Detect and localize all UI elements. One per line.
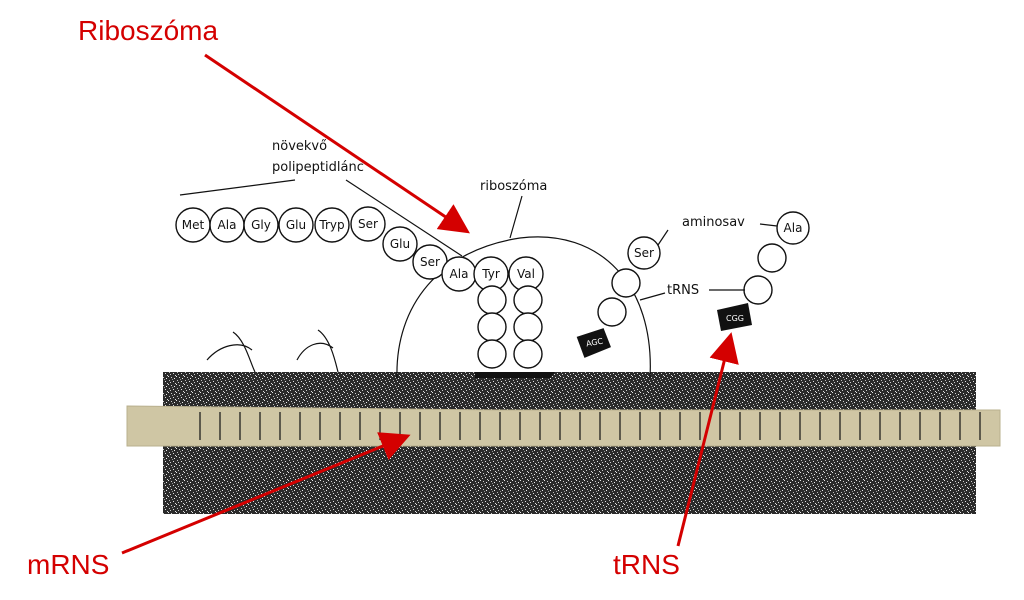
ribosome-amino-acid-label: Val: [517, 267, 535, 281]
label-novekvo-2: polipeptidlánc: [272, 160, 364, 175]
label-mrns-red: mRNS: [27, 549, 109, 580]
chain-amino-acid: Glu: [278, 207, 314, 243]
chain-amino-acid: Ser: [350, 206, 386, 242]
label-novekvo-1: növekvő: [272, 139, 327, 154]
chain-amino-acid-label: Glu: [286, 218, 306, 232]
chain-amino-acid-label: Met: [182, 218, 205, 232]
leader-trns-2: [639, 292, 666, 301]
leader-aminosav: [759, 223, 778, 227]
arrow-trns: [676, 332, 739, 547]
leader-riboszoma: [509, 195, 523, 239]
label-aminosav: aminosav: [682, 215, 745, 230]
chain-amino-acid: Glu: [382, 226, 418, 262]
label-trns-red: tRNS: [613, 549, 680, 580]
label-riboszoma-red: Riboszóma: [78, 15, 218, 46]
chain-amino-acid-label: Glu: [390, 237, 410, 251]
anticodon-outside: CGG: [726, 314, 744, 323]
chain-amino-acid-label: Gly: [251, 218, 271, 232]
label-trns-small: tRNS: [667, 283, 699, 298]
anticodon-inside: AGC: [585, 337, 604, 349]
loose-fragment-1: [206, 331, 256, 373]
chain-amino-acid: Gly: [243, 207, 279, 243]
leader-novekvo-2: [345, 179, 463, 257]
chain-amino-acid-label: Ala: [218, 218, 237, 232]
trna-entering: Ser AGC: [576, 236, 661, 358]
ribosome-amino-acid: Ala: [441, 256, 477, 292]
ribosome-outline: [396, 236, 651, 379]
chain-amino-acid: Ser: [412, 244, 448, 280]
leader-novekvo-1: [179, 179, 296, 196]
chain-amino-acid-label: Tryp: [318, 218, 344, 232]
mrna-strand: [126, 405, 1001, 447]
chain-amino-acid: Met: [175, 207, 211, 243]
chain-amino-acid: Tryp: [314, 207, 350, 243]
ribosome-amino-acids: Ala Tyr Val: [441, 256, 544, 292]
arrow-riboszoma: [204, 53, 470, 234]
trna-outside-aa: Ala: [784, 221, 803, 235]
ribosome-amino-acid-label: Tyr: [481, 267, 500, 281]
ribosome-amino-acid-label: Ala: [450, 267, 469, 281]
loose-fragment-2: [296, 329, 339, 373]
chain-amino-acid-label: Ser: [358, 217, 378, 231]
ribosome-amino-acid: Val: [508, 256, 544, 292]
trna-inside-stacks: [475, 285, 555, 378]
leader-aminosav-2: [657, 229, 669, 246]
arrow-mrns: [121, 432, 411, 555]
trna-inside-aa: Ser: [634, 246, 654, 260]
chain-amino-acid: Ala: [209, 207, 245, 243]
trna-free: Ala CGG: [717, 211, 810, 331]
label-riboszoma-small: riboszóma: [480, 179, 547, 194]
chain-amino-acid-label: Ser: [420, 255, 440, 269]
